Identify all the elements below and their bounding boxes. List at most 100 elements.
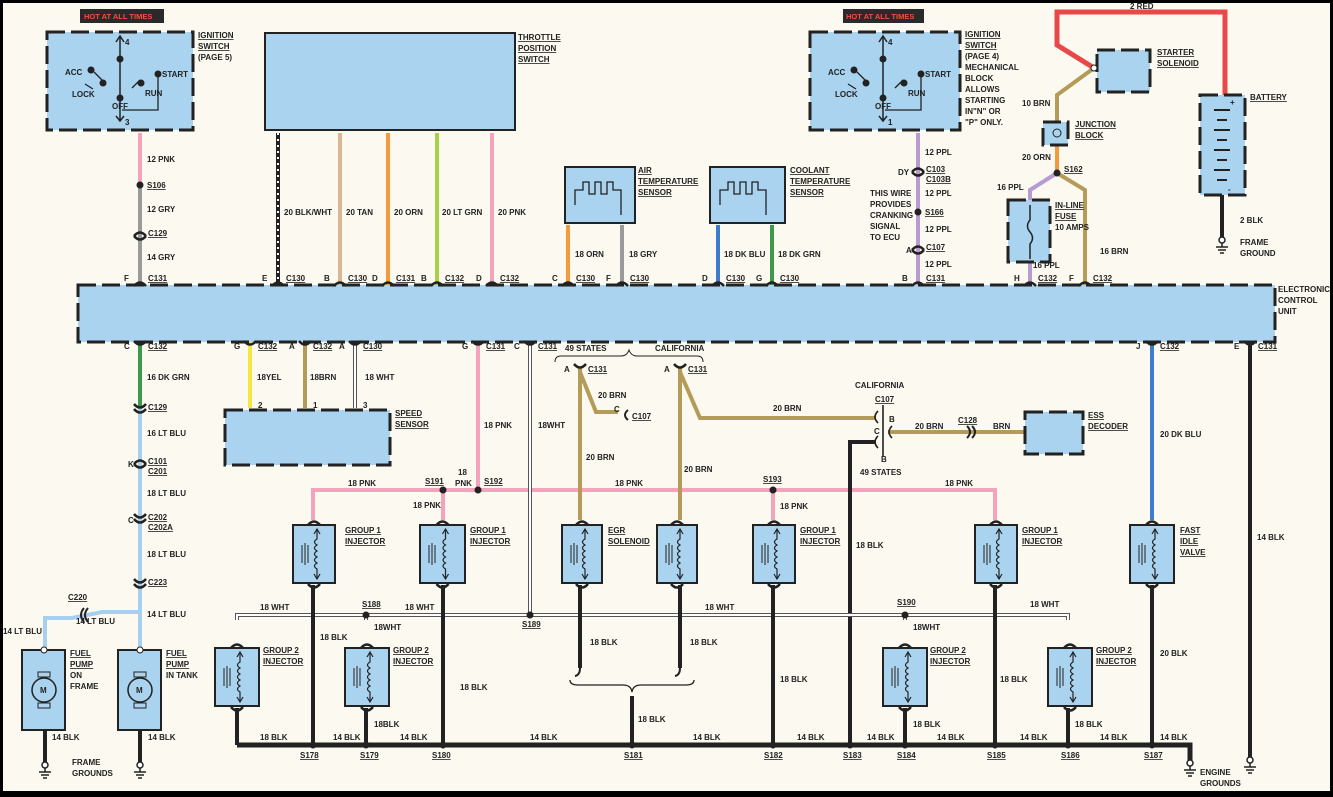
pin-label: 2 xyxy=(258,401,263,410)
ecu-label: ELECTRONIC xyxy=(1278,285,1330,294)
wire-label: 18 xyxy=(458,468,467,477)
ignition-switch-1-label: (PAGE 5) xyxy=(198,53,232,62)
wire-label: 18 LT BLU xyxy=(147,550,186,559)
splice-dot xyxy=(474,486,482,494)
connector-icon xyxy=(307,583,321,589)
fast-idle-valve-label: FAST xyxy=(1180,526,1201,535)
group2-injector-label: GROUP 2 xyxy=(263,646,299,655)
cranking-signal-note: PROVIDES xyxy=(870,200,912,209)
arrow-icon xyxy=(676,527,684,581)
wire-label: 18 BLK xyxy=(590,638,618,647)
coolant-temperature-sensor-label: TEMPERATURE xyxy=(790,177,851,186)
connector-pin: C xyxy=(514,342,520,351)
splice-dot xyxy=(439,741,447,749)
connector-icon xyxy=(1078,281,1092,287)
connector-icon xyxy=(911,171,925,177)
wire-label: 14 BLK xyxy=(1257,533,1285,542)
fuel-pump-on-frame xyxy=(21,649,66,731)
connector-pin: A xyxy=(564,365,570,374)
wire-label: 18 BLK xyxy=(856,541,884,550)
coil-icon xyxy=(442,529,447,579)
engine-grounds-label: ENGINE xyxy=(1200,768,1231,777)
connector-pin: C xyxy=(128,516,134,525)
connector-id: C131 xyxy=(926,274,946,283)
motor-icon xyxy=(31,677,57,703)
wire-label: 20 TAN xyxy=(346,208,373,217)
wire-label: 18WHT xyxy=(538,421,565,430)
ignition-switch-1-label: IGNITION xyxy=(198,31,234,40)
group1-injector xyxy=(752,524,796,584)
group1-injector-label: GROUP 1 xyxy=(1022,526,1058,535)
group1-injector-label: GROUP 1 xyxy=(345,526,381,535)
junction-block-label: BLOCK xyxy=(1075,131,1104,140)
wire-label: 2 RED xyxy=(1130,2,1154,11)
splice-label: S193 xyxy=(763,475,782,484)
connector-icon xyxy=(230,706,244,712)
arrow-icon xyxy=(313,527,321,581)
splice-label: S189 xyxy=(522,620,541,629)
connector-icon xyxy=(1145,520,1159,526)
splice-dot xyxy=(1148,741,1156,749)
connector-pin: B xyxy=(902,274,908,283)
wire xyxy=(578,371,618,414)
variant-brace xyxy=(569,679,695,693)
variant-brace xyxy=(554,348,704,363)
wire-label: 12 PPL xyxy=(925,260,952,269)
connector-id: C131 xyxy=(538,342,558,351)
pin-label: 1 xyxy=(313,401,318,410)
splice-label: S190 xyxy=(897,598,916,607)
coil-icon xyxy=(1151,529,1157,579)
splice-label: S179 xyxy=(360,751,379,760)
fuel-pump-in-tank-label: FUEL xyxy=(166,649,187,658)
fuel-pump-on-frame-label: ON xyxy=(70,671,82,680)
cranking-signal-note: TO ECU xyxy=(870,233,900,242)
connector-pin: E xyxy=(1234,342,1240,351)
connector-id: C132 xyxy=(1093,274,1113,283)
connector-icon xyxy=(133,403,147,409)
inline-fuse-label: FUSE xyxy=(1055,212,1077,221)
wire-label: 18 WHT xyxy=(405,603,434,612)
plunger-icon xyxy=(1138,543,1146,565)
variant-49-states-label: 49 STATES xyxy=(565,344,607,353)
connector-id: C129 xyxy=(148,403,168,412)
variant-california-label: CALIFORNIA xyxy=(855,381,905,390)
splice-dot xyxy=(99,79,107,87)
connector-pin: A xyxy=(664,365,670,374)
wire-label: 16 PPL xyxy=(1033,261,1060,270)
battery-cells-icon xyxy=(1214,109,1230,181)
motor-icon xyxy=(37,702,51,709)
switch-position-start: START xyxy=(162,70,188,79)
wire xyxy=(236,614,1069,620)
group1-injector-label: INJECTOR xyxy=(1022,537,1063,546)
splice-dot xyxy=(991,741,999,749)
connector-id: C223 xyxy=(148,578,168,587)
wire-label: 18 PNK xyxy=(484,421,512,430)
connector-icon xyxy=(133,578,147,584)
wire-label: 14 BLK xyxy=(400,733,428,742)
wire-label: 18WHT xyxy=(913,623,940,632)
connector-icon xyxy=(80,607,89,623)
connector-icon xyxy=(307,520,321,526)
wire xyxy=(237,742,1193,760)
wire-label: 20 BLK xyxy=(1160,649,1188,658)
arrow-icon xyxy=(236,650,244,704)
wire-label: 18 PNK xyxy=(413,501,441,510)
terminal-icon xyxy=(1090,64,1098,72)
connector-icon xyxy=(1145,583,1159,589)
coil-icon xyxy=(904,652,910,702)
splice-label: S178 xyxy=(300,751,319,760)
wire-label: 18 WHT xyxy=(365,373,394,382)
switch-arm-icon xyxy=(84,71,159,111)
connector-pin: D xyxy=(476,274,482,283)
connector-icon xyxy=(133,459,147,465)
wire-label: 14 BLK xyxy=(530,733,558,742)
connector-icon xyxy=(435,583,450,589)
air-temperature-sensor-label: AIR xyxy=(638,166,652,175)
wire-label: 18 BLK xyxy=(690,638,718,647)
wire-label: 18 DK GRN xyxy=(778,250,821,259)
wire-label: 16 LT BLU xyxy=(147,429,186,438)
connector-pin: D xyxy=(372,274,378,283)
ignition-switch-2-label: IGNITION xyxy=(965,30,1001,39)
frame-ground-label: GROUND xyxy=(1240,249,1276,258)
ignition-switch-2-label: "P" ONLY. xyxy=(965,118,1003,127)
